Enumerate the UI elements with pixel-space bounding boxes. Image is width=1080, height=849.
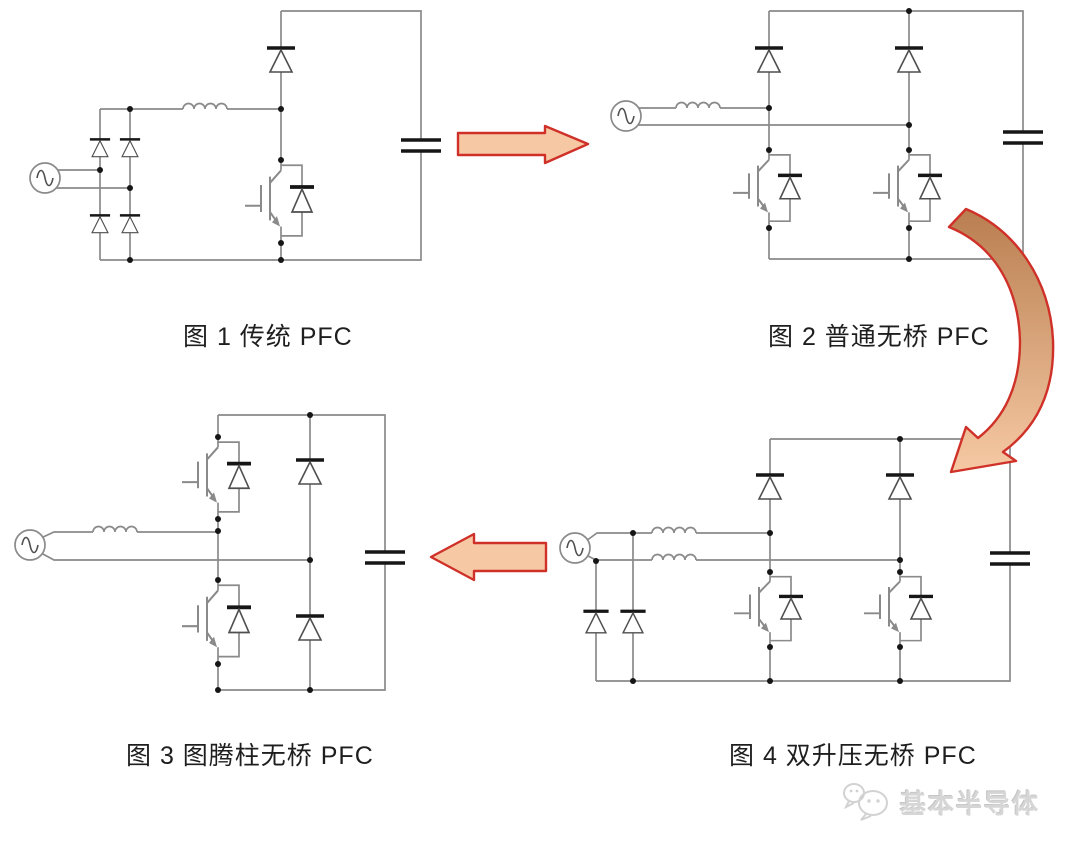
wires xyxy=(56,10,422,261)
igbt-icon xyxy=(871,148,944,230)
inductor-icon xyxy=(182,102,228,110)
figure1-caption: 图 1 传统 PFC xyxy=(183,323,353,351)
circuit-fig3-totem-pole-pfc xyxy=(14,412,407,693)
circuit-fig4-dual-boost-pfc xyxy=(559,436,1032,684)
inductor-icon xyxy=(651,526,697,534)
igbt-icon xyxy=(731,148,804,230)
junction-dots xyxy=(97,106,284,263)
boost-diode-icon xyxy=(753,46,785,74)
capacitor-icon xyxy=(399,138,443,153)
igbt-icon xyxy=(180,435,253,521)
wechat-bubbles-icon xyxy=(843,783,888,821)
junction-dots xyxy=(593,436,903,684)
ac-source-icon xyxy=(610,100,642,132)
boost-diode-icon xyxy=(893,46,925,74)
boost-diode-icon xyxy=(265,46,297,74)
figure3-caption: 图 3 图腾柱无桥 PFC xyxy=(126,742,374,770)
igbt-icon xyxy=(732,570,805,650)
junction-dots xyxy=(215,412,313,693)
circuit-fig2-bridgeless-pfc xyxy=(610,8,1045,262)
ac-source-icon xyxy=(29,162,61,194)
capacitor-icon xyxy=(363,550,407,565)
figure2-caption: 图 2 普通无桥 PFC xyxy=(768,323,990,351)
igbt-icon xyxy=(862,570,935,650)
arrow-fig4-to-fig3-icon xyxy=(429,532,548,582)
diode-icon xyxy=(294,458,326,486)
watermark: 基本半导体 xyxy=(842,780,1040,824)
capacitor-icon xyxy=(988,551,1032,566)
igbt-icon xyxy=(180,578,253,666)
ac-source-icon xyxy=(559,532,591,564)
bridge-diode-icon xyxy=(88,214,112,234)
arrow-fig1-to-fig2-icon xyxy=(456,124,590,165)
bridge-diode-icon xyxy=(118,138,142,158)
inductor-icon xyxy=(92,525,138,533)
wires xyxy=(40,414,386,691)
return-diode-icon xyxy=(618,609,648,635)
boost-diode-icon xyxy=(884,473,916,501)
wires xyxy=(585,438,1011,682)
inductor-icon xyxy=(675,101,721,109)
return-diode-icon xyxy=(581,609,611,635)
figure4-caption: 图 4 双升压无桥 PFC xyxy=(729,742,977,770)
capacitor-icon xyxy=(1001,130,1045,145)
junction-dots xyxy=(766,8,912,262)
watermark-text: 基本半导体 xyxy=(900,788,1041,819)
circuit-fig1-traditional-pfc xyxy=(29,10,443,263)
bridge-diode-icon xyxy=(118,214,142,234)
bridge-diode-icon xyxy=(88,138,112,158)
igbt-icon xyxy=(243,158,316,246)
arrow-fig2-to-fig4-icon xyxy=(947,207,1055,474)
inductor-icon xyxy=(651,553,697,561)
ac-source-icon xyxy=(14,529,46,561)
boost-diode-icon xyxy=(754,473,786,501)
diode-icon xyxy=(294,614,326,642)
